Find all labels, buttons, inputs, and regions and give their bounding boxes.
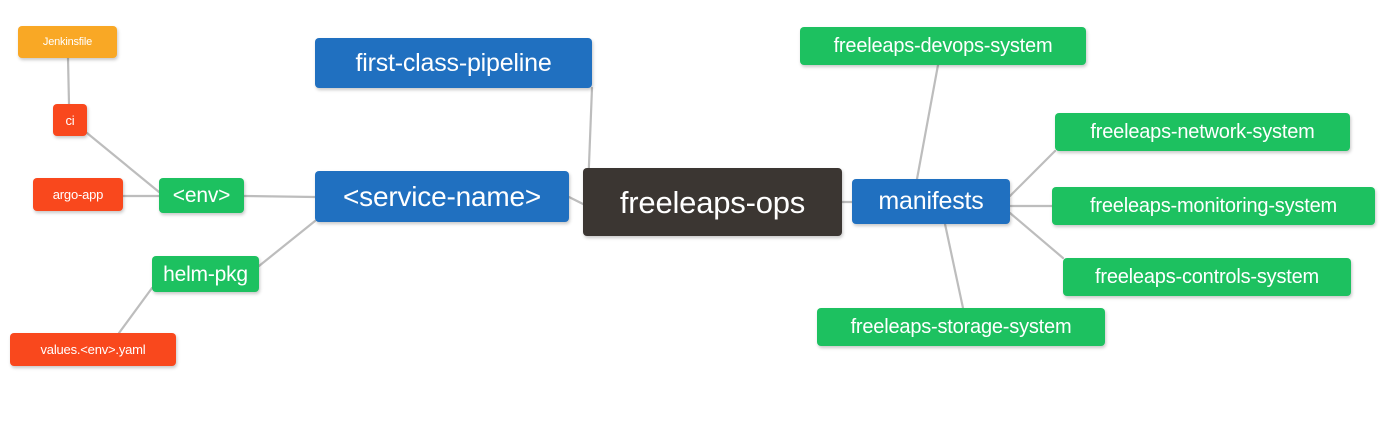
node-argo-app[interactable]: argo-app [33, 178, 123, 211]
edge-ci-to-jenkinsfile [66, 56, 71, 106]
node-label: values.<env>.yaml [40, 342, 146, 357]
node-label: freeleaps-controls-system [1095, 266, 1319, 288]
node-first-class-pipeline[interactable]: first-class-pipeline [315, 38, 592, 88]
node-ci[interactable]: ci [53, 104, 87, 136]
node-freeleaps-network-system[interactable]: freeleaps-network-system [1055, 113, 1350, 151]
node-label: argo-app [52, 187, 104, 202]
edge-service-name-to-env [242, 194, 317, 199]
node-freeleaps-monitoring-system[interactable]: freeleaps-monitoring-system [1052, 187, 1375, 225]
node-root[interactable]: freeleaps-ops [583, 168, 842, 236]
node-label: freeleaps-storage-system [850, 316, 1072, 338]
node-label: ci [65, 112, 75, 128]
node-label: freeleaps-ops [619, 184, 806, 220]
node-env[interactable]: <env> [159, 178, 244, 213]
node-label: freeleaps-devops-system [833, 35, 1053, 57]
node-label: <service-name> [343, 180, 541, 212]
node-freeleaps-devops-system[interactable]: freeleaps-devops-system [800, 27, 1086, 65]
node-label: manifests [878, 187, 984, 215]
node-label: first-class-pipeline [355, 48, 552, 77]
node-label: freeleaps-network-system [1090, 121, 1315, 143]
node-label: Jenkinsfile [42, 35, 93, 48]
node-freeleaps-storage-system[interactable]: freeleaps-storage-system [817, 308, 1105, 346]
node-label: <env> [172, 184, 231, 207]
node-label: freeleaps-monitoring-system [1090, 195, 1337, 217]
node-helm-pkg[interactable]: helm-pkg [152, 256, 259, 292]
node-jenkinsfile[interactable]: Jenkinsfile [18, 26, 117, 58]
edge-manifests-to-freeleaps-devops-system [915, 63, 940, 181]
node-values-env-yaml[interactable]: values.<env>.yaml [10, 333, 176, 366]
node-service-name[interactable]: <service-name> [315, 171, 569, 222]
node-freeleaps-controls-system[interactable]: freeleaps-controls-system [1063, 258, 1351, 296]
node-label: helm-pkg [163, 262, 248, 286]
node-manifests[interactable]: manifests [852, 179, 1010, 224]
edge-manifests-to-freeleaps-network-system [1008, 149, 1057, 198]
edge-helm-pkg-to-values-env-yaml [117, 286, 154, 335]
edge-manifests-to-freeleaps-storage-system [943, 222, 965, 310]
edge-root-to-service-name [567, 195, 585, 206]
edge-service-name-to-helm-pkg [257, 219, 317, 268]
